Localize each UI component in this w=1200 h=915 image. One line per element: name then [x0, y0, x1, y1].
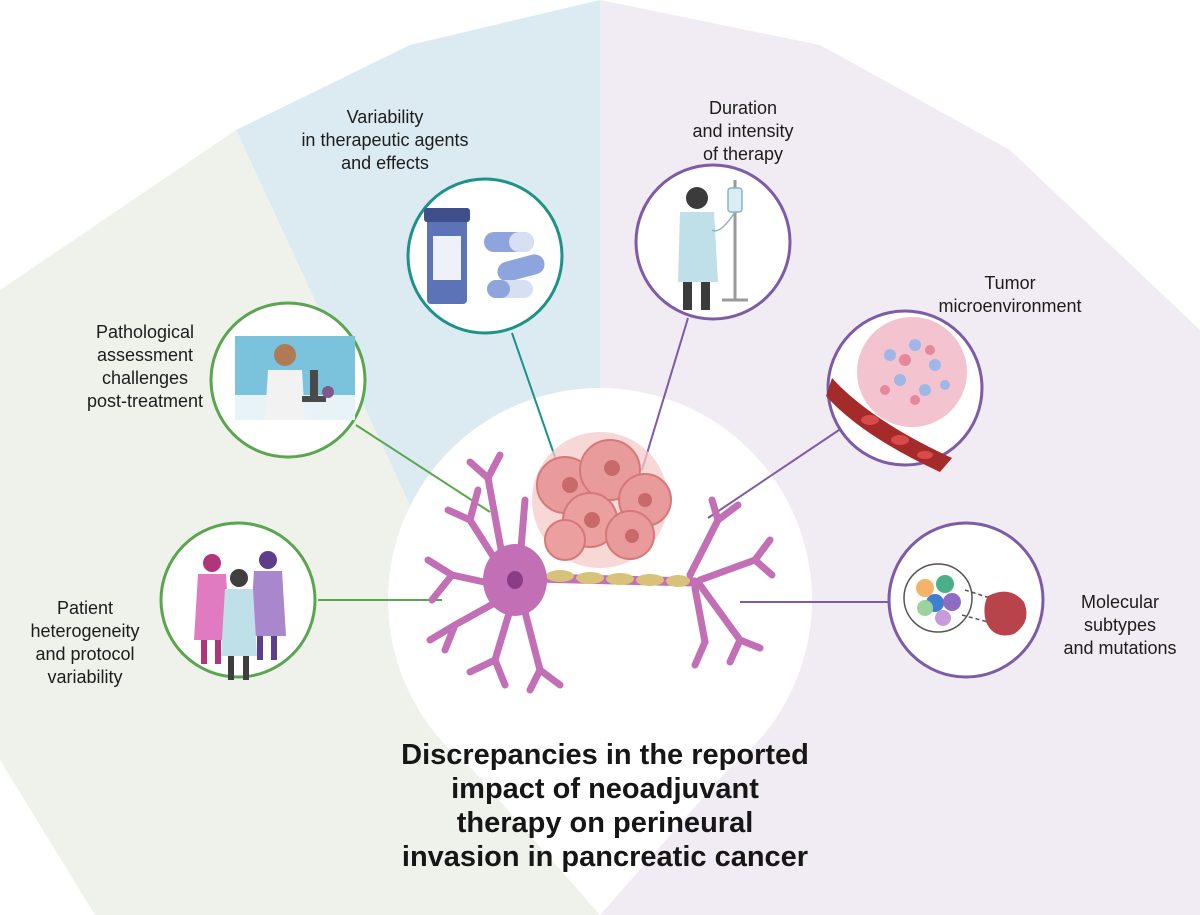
connector-therapeutic: [511, 332, 557, 461]
title-line-3: therapy on perineural: [456, 807, 754, 839]
label-patient-line-3: and protocol: [35, 644, 135, 664]
label-pathological-line-2: assessment: [96, 345, 194, 365]
label-patient-line-1: Patient: [56, 598, 114, 618]
neuron-tumor-illustration: [424, 432, 776, 694]
label-molecular: Molecular subtypes and mutations: [1050, 591, 1190, 660]
cell-cluster-tumor-icon: [887, 521, 1045, 679]
label-therapeutic-line-3: and effects: [341, 153, 429, 173]
label-tumor-line-1: Tumor: [984, 273, 1036, 293]
patient-iv-drip-icon: [634, 163, 792, 321]
label-patient-line-4: variability: [47, 667, 123, 687]
label-therapeutic: Variability in therapeutic agents and ef…: [270, 106, 500, 175]
pill-bottle-capsules-icon: [406, 177, 564, 335]
label-therapeutic-line-1: Variability: [346, 107, 424, 127]
label-duration-line-2: and intensity: [692, 121, 794, 141]
label-duration-line-1: Duration: [708, 98, 778, 118]
connector-tumor: [707, 427, 843, 519]
connector-duration: [641, 317, 689, 471]
title-line-2: impact of neoadjuvant: [451, 773, 759, 805]
neuron-nucleus: [507, 571, 523, 589]
label-patient: Patient heterogeneity and protocol varia…: [20, 597, 150, 689]
title-line-4: invasion in pancreatic cancer: [401, 841, 809, 873]
title-line-1: Discrepancies in the reported: [401, 739, 809, 771]
label-molecular-line-3: and mutations: [1063, 638, 1177, 658]
label-pathological-line-3: challenges: [101, 368, 189, 388]
connector-pathological: [355, 424, 491, 513]
tumor-mass: [532, 432, 672, 568]
label-tumor: Tumor microenvironment: [890, 272, 1130, 318]
scientist-microscope-icon: [209, 301, 367, 459]
label-duration-line-3: of therapy: [702, 144, 784, 164]
patients-group-icon: [159, 521, 317, 680]
label-pathological-line-4: post-treatment: [86, 391, 204, 411]
connector-lines: [318, 317, 888, 603]
neuron-dendrites: [424, 451, 776, 694]
label-duration: Duration and intensity of therapy: [668, 97, 818, 166]
label-pathological: Pathological assessment challenges post-…: [62, 321, 228, 413]
label-molecular-line-2: subtypes: [1083, 615, 1157, 635]
myelin-sheath: [546, 570, 690, 587]
label-molecular-line-1: Molecular: [1080, 592, 1160, 612]
label-therapeutic-line-2: in therapeutic agents: [301, 130, 469, 150]
tumor-blood-vessel-icon: [826, 309, 984, 472]
label-patient-line-2: heterogeneity: [30, 621, 140, 641]
label-pathological-line-1: Pathological: [95, 322, 195, 342]
diagram-title: Discrepancies in the reported impact of …: [300, 738, 910, 874]
label-tumor-line-2: microenvironment: [938, 296, 1082, 316]
